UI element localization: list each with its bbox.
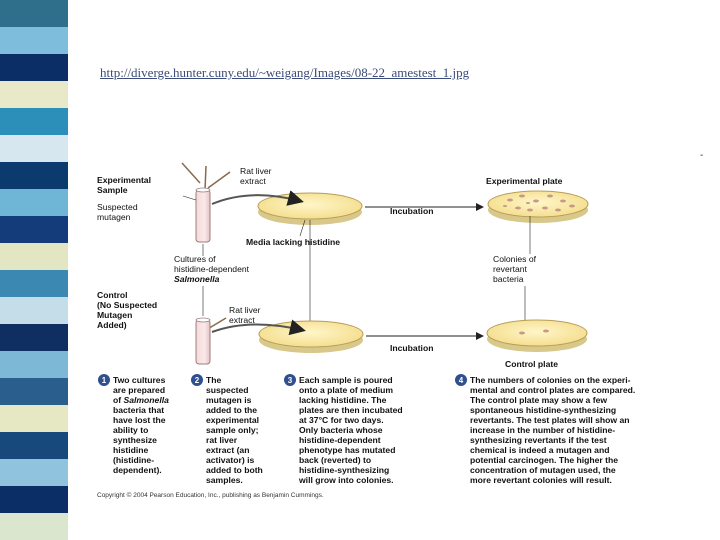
rat-liver-extract-bottom-label: Rat liver extract [229,305,263,325]
stripe-block [0,54,68,81]
control-plate-label: Control plate [505,359,558,369]
stripe-block [0,0,68,27]
stray-dash: - [700,150,704,161]
step-3: 3 Each sample is poured onto a plate of … [284,374,405,485]
pipettes-top [181,162,231,191]
stripe-block [0,486,68,513]
decorative-stripe [0,0,68,540]
step-2-text: The suspected mutagen is added to the ex… [206,375,265,485]
stripe-block [0,162,68,189]
svg-text:3: 3 [288,376,293,385]
stripe-block [0,351,68,378]
stripe-block [0,135,68,162]
rat-liver-extract-top-label: Rat liver extract [240,166,274,186]
media-lacking-histidine-label: Media lacking histidine [246,237,340,247]
test-tube-control [195,317,211,365]
svg-text:1: 1 [102,376,107,385]
pour-arrow-bottom [211,319,306,336]
stripe-block [0,378,68,405]
stripe-block [0,270,68,297]
step-1: 1 Two cultures are prepared of Salmonell… [98,374,171,475]
stripe-block [0,27,68,54]
incubation-bottom-label: Incubation [390,343,433,353]
stripe-block [0,216,68,243]
pour-arrow-top [211,190,304,206]
svg-text:4: 4 [459,376,464,385]
plate-experimental-medium [257,192,363,225]
step-3-text: Each sample is poured onto a plate of me… [298,375,405,485]
stripe-block [0,405,68,432]
experimental-sample-label: Experimental Sample [97,175,153,195]
control-label: Control (No Suspected Mutagen Added) [97,290,160,330]
pointer-line [182,195,197,201]
stripe-block [0,324,68,351]
step-4: 4 The numbers of colonies on the experi-… [455,374,638,485]
copyright-notice: Copyright © 2004 Pearson Education, Inc.… [97,491,324,499]
step-4-text: The numbers of colonies on the experi- m… [470,375,638,485]
image-source-link[interactable]: http://diverge.hunter.cuny.edu/~weigang/… [100,65,470,80]
stripe-block [0,81,68,108]
stripe-block [0,189,68,216]
suspected-mutagen-label: Suspected mutagen [97,202,140,222]
experimental-plate-label: Experimental plate [486,176,563,186]
colonies-label: Colonies of revertant bacteria [493,254,538,284]
stripe-block [0,459,68,486]
test-tube-experimental [195,187,211,243]
cultures-label: Cultures of histidine-dependent Salmonel… [174,254,251,284]
stripe-block [0,108,68,135]
svg-text:2: 2 [195,376,200,385]
step-2: 2 The suspected mutagen is added to the … [191,374,265,485]
stripe-block [0,243,68,270]
stripe-block [0,513,68,540]
step-1-text: Two cultures are prepared of Salmonella … [113,375,171,475]
stripe-block [0,297,68,324]
incubation-top-label: Incubation [390,206,433,216]
pointer-line-media [299,219,306,237]
stripe-block [0,432,68,459]
experimental-plate-with-colonies [487,190,589,223]
control-plate [486,319,588,352]
